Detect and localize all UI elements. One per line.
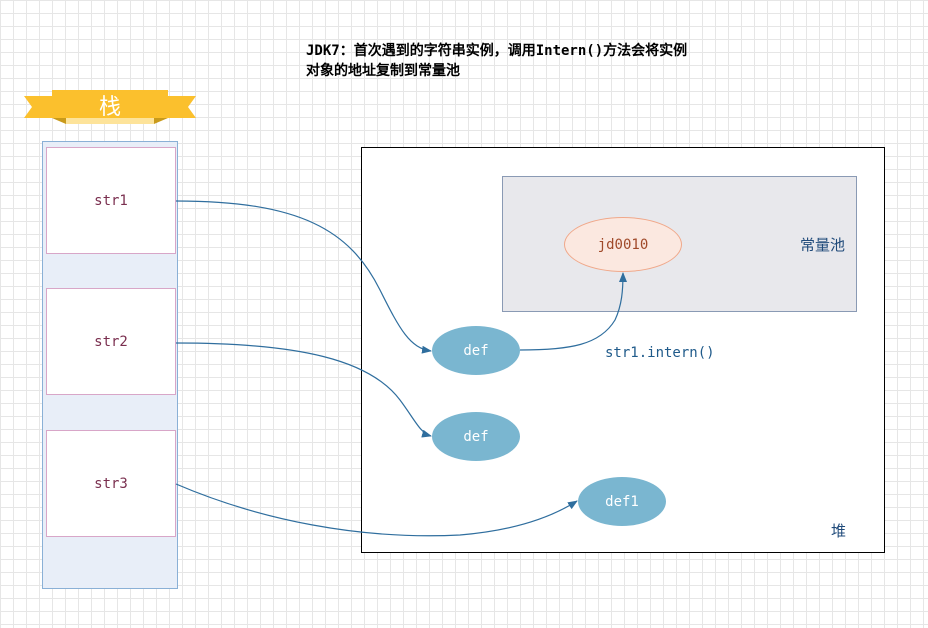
intern-call-label: str1.intern() [605,345,715,361]
stack-cell-str3: str3 [46,430,176,537]
stack-banner: 栈 [24,88,196,126]
stack-cell-str2: str2 [46,288,176,395]
diagram-title: JDK7：首次遇到的字符串实例，调用Intern()方法会将实例 对象的地址复制… [306,41,687,81]
constant-pool-label: 常量池 [800,236,846,254]
pool-entry-jd0010: jd0010 [564,217,682,272]
heap-object-def-2: def [432,412,520,461]
heap-object-def1: def1 [578,477,666,526]
title-line-1: JDK7：首次遇到的字符串实例，调用Intern()方法会将实例 [306,43,688,59]
ribbon-shape [24,90,196,124]
stack-label: 栈 [98,95,121,120]
stack-cell-str1: str1 [46,147,176,254]
heap-label: 堆 [831,522,847,540]
title-line-2: 对象的地址复制到常量池 [306,63,460,79]
heap-object-def-1: def [432,326,520,375]
